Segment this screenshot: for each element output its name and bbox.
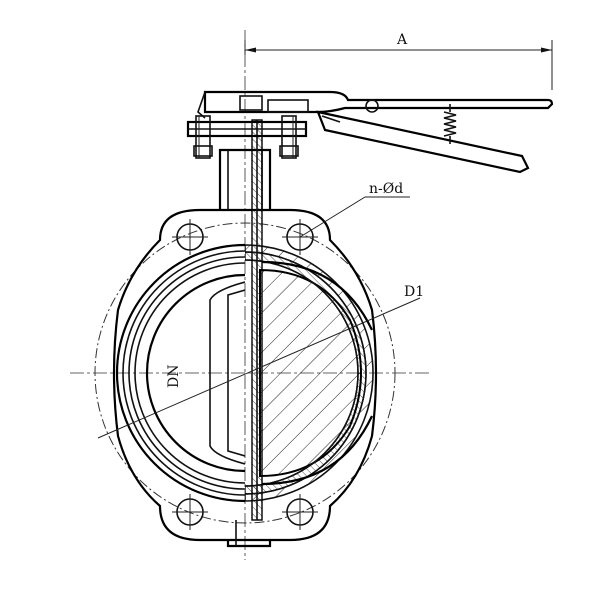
label-bolt-circle: D1 bbox=[97, 284, 424, 439]
bore-label: DN bbox=[166, 365, 182, 388]
bolt-holes-label: n-Ød bbox=[369, 181, 403, 197]
label-bolt-holes: n-Ød bbox=[299, 181, 410, 238]
valve-stem bbox=[251, 119, 263, 521]
top-mounting-plate bbox=[186, 115, 308, 159]
dimension-a: A bbox=[244, 32, 553, 90]
bolt-circle-label: D1 bbox=[404, 284, 424, 300]
left-half-view bbox=[115, 243, 245, 503]
lever-handle bbox=[197, 90, 554, 174]
bolt-circle bbox=[94, 222, 396, 524]
bolt-holes bbox=[172, 219, 318, 530]
right-half-section bbox=[245, 244, 374, 502]
dimension-a-label: A bbox=[396, 32, 408, 48]
label-bore: DN bbox=[166, 365, 182, 388]
